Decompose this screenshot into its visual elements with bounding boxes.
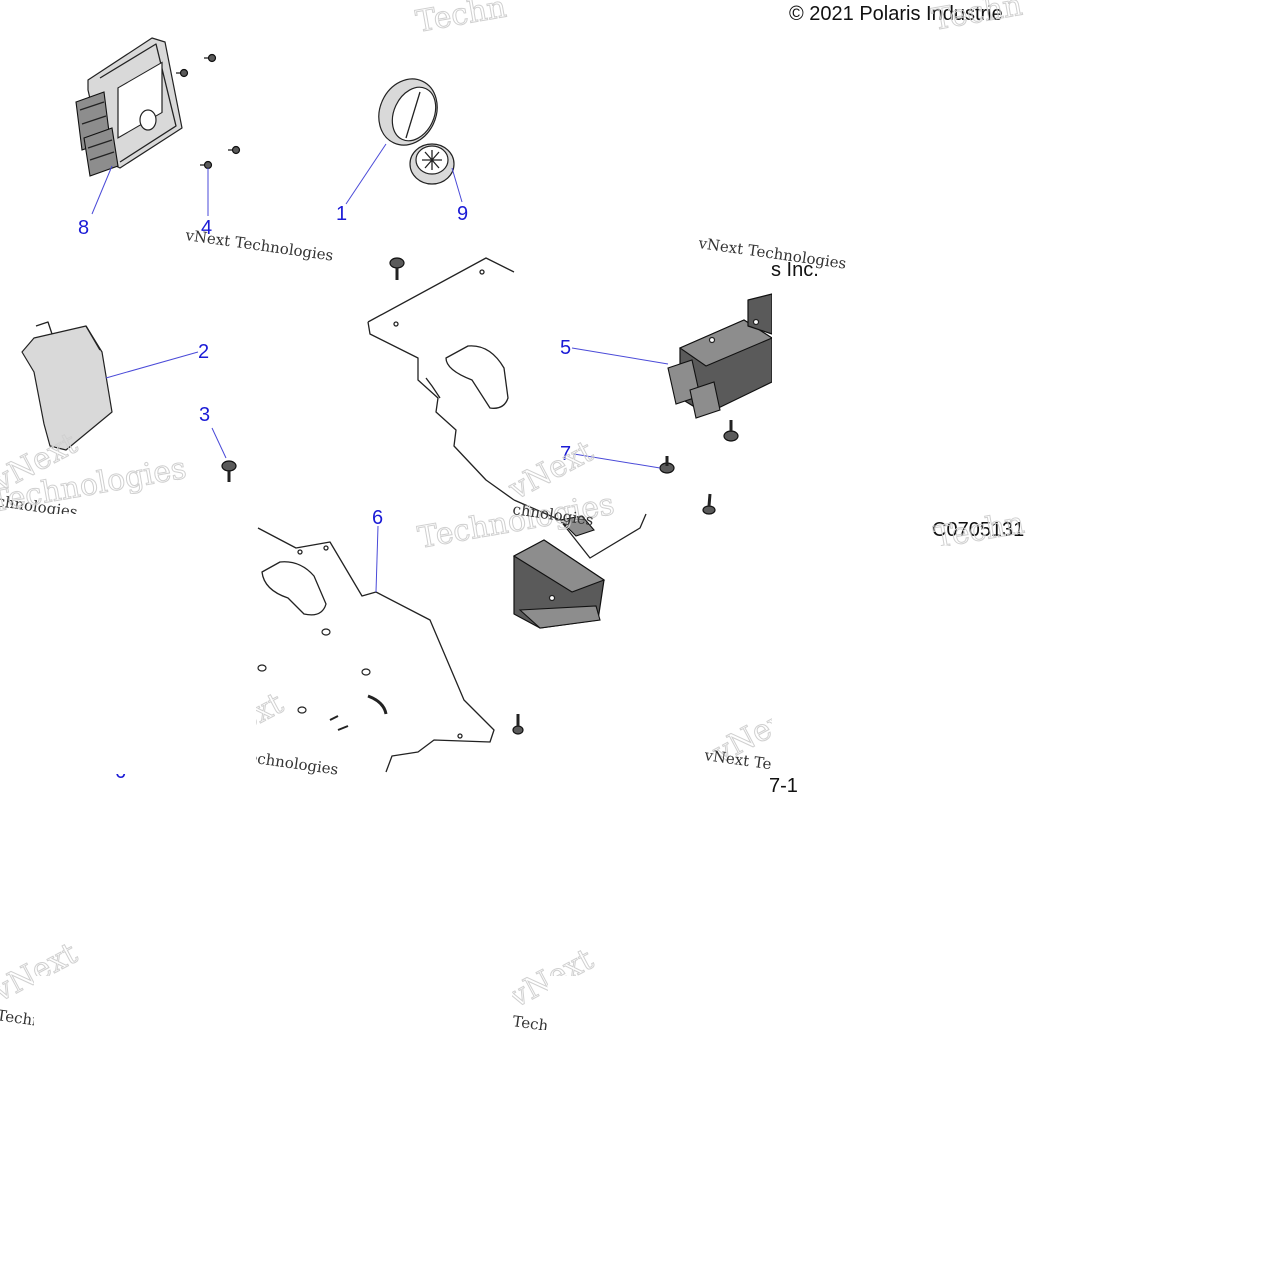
tile-mask [772,546,1285,776]
tile-mask [34,976,512,1036]
tile-mask [1029,0,1285,540]
ecu-cover [21,321,113,451]
callout-2[interactable]: 2 [198,341,209,363]
bolt-icon [512,714,524,735]
callout-9[interactable]: 9 [457,203,468,225]
copyright-tail: s Inc. [771,259,819,281]
watermark-ghost: Techn [413,0,509,40]
callout-1[interactable]: 1 [336,203,347,225]
bolt-icon [221,460,237,482]
callout-7[interactable]: 7 [560,443,571,465]
bolt-icon [702,493,716,515]
ecu-module [75,37,241,177]
screw-icon [228,145,241,155]
callout-5[interactable]: 5 [560,337,571,359]
tile-mask [256,0,258,2]
panel-edge [513,499,647,559]
tile-mask [548,976,808,1036]
callout-4[interactable]: 4 [201,217,212,239]
tile-mask [808,776,1285,1285]
screw-icon [204,53,217,63]
callout-8[interactable]: 8 [78,217,89,239]
copyright-text: © 2021 Polaris Industrie [789,3,1003,25]
voltage-regulator [667,293,774,419]
screw-icon [176,68,189,78]
watermark-ghost: Techn [929,0,1025,38]
page-ref: 7-1 [769,775,798,797]
tile-mask [0,1030,808,1285]
tile-mask [0,514,256,774]
bolt-icon [723,420,739,442]
diagram-code: C0705131 [932,519,1024,541]
watermark-text: vNext Technologies [183,226,334,265]
callout-3[interactable]: 3 [199,404,210,426]
voltage-regulator-lower [512,539,606,629]
mounting-panel-upper [367,257,515,501]
bolt-icon [389,257,405,280]
bolt-icon [659,456,675,474]
tile-mask [772,282,1029,514]
grommet-large [378,78,438,146]
screw-icon [200,160,213,170]
mounting-panel-lower [257,527,495,773]
grommet-small [409,143,455,185]
callout-6[interactable]: 6 [372,507,383,529]
